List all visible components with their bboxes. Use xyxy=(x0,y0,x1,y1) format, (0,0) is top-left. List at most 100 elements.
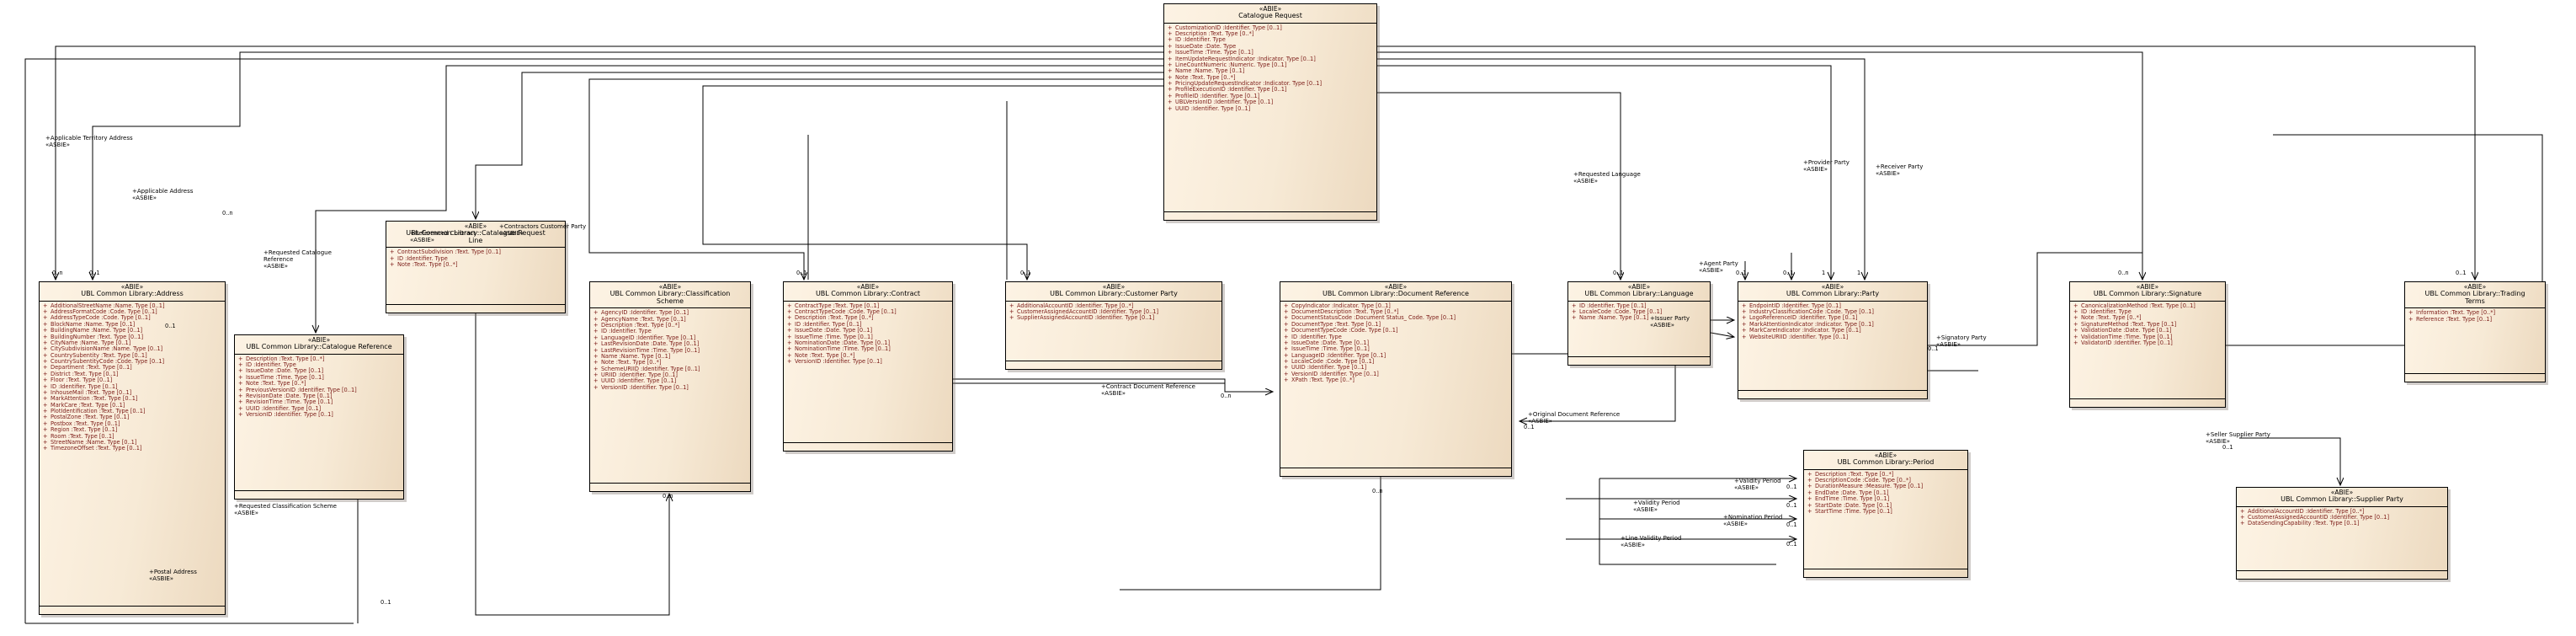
attribute-text: LocaleCode :Code. Type [0..1] xyxy=(1291,358,1375,366)
visibility-public-icon: + xyxy=(2073,320,2078,328)
association-label-seller-supplier-party: +Seller Supplier Party«ASBIE» xyxy=(2206,431,2270,446)
association-label-applicable-address: +Applicable Address«ASBIE» xyxy=(132,188,193,202)
visibility-public-icon: + xyxy=(2408,309,2414,317)
visibility-public-icon: + xyxy=(593,309,599,317)
association-stereotype: «ASBIE» xyxy=(234,509,259,516)
uml-class-signature[interactable]: «ABIE»UBL Common Library::Signature+Cano… xyxy=(2069,281,2226,408)
attribute-text: MarkCareIndicator :Indicator. Type [0..1… xyxy=(1749,327,1861,334)
attribute-row: +AddressFormatCode :Code. Type [0..1] xyxy=(43,308,223,316)
visibility-public-icon: + xyxy=(1742,333,1747,340)
visibility-public-icon: + xyxy=(238,404,243,412)
uml-class-language[interactable]: «ABIE»UBL Common Library::Language+ID :I… xyxy=(1567,281,1711,366)
class-attributes-classification-scheme: +AgencyID :Identifier. Type [0..1]+Agenc… xyxy=(590,308,750,393)
multiplicity-m-party-sig-01: 0..1 xyxy=(1928,345,1939,352)
multiplicity-m-signature-0n: 0..n xyxy=(2118,270,2129,276)
association-role: +Validity Period xyxy=(1734,478,1781,484)
attribute-text: UBLVersionID :Identifier. Type [0..1] xyxy=(1175,99,1274,106)
uml-class-period[interactable]: «ABIE»UBL Common Library::Period+Descrip… xyxy=(1803,450,1968,578)
attribute-row: +ContractSubdivision :Text. Type [0..1] xyxy=(390,249,563,255)
class-stereotype: «ABIE» xyxy=(120,283,144,291)
attribute-row: +PostalZone :Text. Type [0..1] xyxy=(43,414,223,421)
attribute-text: IssueDate :Date. Type [0..1] xyxy=(1291,339,1370,346)
attribute-text: PostalZone :Text. Type [0..1] xyxy=(51,414,130,421)
uml-class-party[interactable]: «ABIE»UBL Common Library::Party+Endpoint… xyxy=(1738,281,1928,399)
attribute-row: +ID :Identifier. Type xyxy=(2073,308,2223,315)
attribute-text: UUID :Identifier. Type [0..1] xyxy=(1291,364,1367,371)
attribute-text: IssueTime :Time. Type [0..1] xyxy=(795,333,873,340)
uml-class-address[interactable]: «ABIE»UBL Common Library::Address+Additi… xyxy=(39,281,226,615)
uml-class-catalogue-request[interactable]: «ABIE»Catalogue Request+CustomizationID … xyxy=(1163,3,1377,221)
attribute-row: +CanonicalizationMethod :Text. Type [0..… xyxy=(2073,302,2223,309)
attribute-text: NominationTime :Time. Type [0..1] xyxy=(795,345,891,353)
visibility-public-icon: + xyxy=(43,314,48,322)
association-stereotype: «ASBIE» xyxy=(1936,340,1961,348)
visibility-public-icon: + xyxy=(43,370,48,377)
association-stereotype: «ASBIE» xyxy=(1723,520,1748,527)
attribute-row: +AgencyName :Text. Type [0..1] xyxy=(593,316,748,323)
attribute-row: +LastRevisionDate :Date. Type [0..1] xyxy=(593,340,748,348)
visibility-public-icon: + xyxy=(43,395,48,403)
class-operations-compartment xyxy=(1568,356,1710,365)
attribute-text: AgencyID :Identifier. Type [0..1] xyxy=(601,309,689,317)
uml-class-catalogue-request-line[interactable]: «ABIE»UBL Common Library::Catalogue Requ… xyxy=(386,221,566,313)
visibility-public-icon: + xyxy=(238,380,243,387)
attribute-text: AddressFormatCode :Code. Type [0..1] xyxy=(51,308,157,316)
attribute-text: StreetName :Name. Type [0..1] xyxy=(51,438,137,446)
attribute-text: StartDate :Date. Type [0..1] xyxy=(1815,501,1892,509)
attribute-row: +Name :Name. Type [0..1] xyxy=(1168,67,1375,74)
attribute-row: +Reference :Text. Type [0..1] xyxy=(2408,316,2543,323)
visibility-public-icon: + xyxy=(43,364,48,371)
association-role: +Validity Period xyxy=(1633,500,1680,506)
attribute-text: MarkAttentionIndicator :Indicator. Type … xyxy=(1749,320,1874,328)
attribute-row: +ID :Identifier. Type xyxy=(238,361,402,368)
attribute-row: +IssueTime :Time. Type [0..1] xyxy=(787,334,950,340)
attribute-text: DocumentStatusCode :Document Status_ Cod… xyxy=(1291,314,1456,322)
attribute-text: StartTime :Time. Type [0..1] xyxy=(1815,507,1892,515)
uml-class-document-reference[interactable]: «ABIE»UBL Common Library::Document Refer… xyxy=(1280,281,1512,477)
visibility-public-icon: + xyxy=(1572,308,1577,316)
attribute-text: AdditionalAccountID :Identifier. Type [0… xyxy=(1017,302,1134,309)
attribute-row: +ProfileID :Identifier. Type [0..1] xyxy=(1168,93,1375,99)
class-header-language: «ABIE»UBL Common Library::Language xyxy=(1568,282,1710,302)
class-operations-compartment xyxy=(590,483,750,491)
visibility-public-icon: + xyxy=(787,351,792,359)
attribute-row: +LocaleCode :Code. Type [0..1] xyxy=(1284,358,1509,366)
visibility-public-icon: + xyxy=(43,308,48,316)
uml-class-classification-scheme[interactable]: «ABIE»UBL Common Library::Classification… xyxy=(589,281,751,492)
uml-class-customer-party[interactable]: «ABIE»UBL Common Library::Customer Party… xyxy=(1005,281,1222,370)
association-stereotype: «ASBIE» xyxy=(1101,389,1126,397)
association-label-validity-period-party: +Validity Period«ASBIE» xyxy=(1734,478,1781,492)
visibility-public-icon: + xyxy=(1284,327,1289,334)
attribute-text: XPath :Text. Type [0..*] xyxy=(1291,377,1355,384)
uml-class-contract[interactable]: «ABIE»UBL Common Library::Contract+Contr… xyxy=(783,281,953,452)
attribute-text: District :Text. Type [0..1] xyxy=(51,370,119,377)
association-label-contract-document-reference: +Contract Document Reference«ASBIE» xyxy=(1101,383,1195,398)
class-name: UBL Common Library::Supplier Party xyxy=(2281,495,2403,504)
class-attributes-contract: +ContractType :Text. Type [0..1]+Contrac… xyxy=(784,302,952,367)
class-operations-compartment xyxy=(2070,398,2225,407)
class-header-contract: «ABIE»UBL Common Library::Contract xyxy=(784,282,952,302)
uml-class-supplier-party[interactable]: «ABIE»UBL Common Library::Supplier Party… xyxy=(2236,487,2448,580)
attribute-row: +AdditionalStreetName :Name. Type [0..1] xyxy=(43,302,223,309)
attribute-row: +UUID :Identifier. Type [0..1] xyxy=(1168,105,1375,112)
class-name: Scheme xyxy=(656,297,684,305)
visibility-public-icon: + xyxy=(593,340,599,348)
visibility-public-icon: + xyxy=(593,371,599,379)
attribute-row: +UUID :Identifier. Type [0..1] xyxy=(593,378,748,385)
multiplicity-m-cat-ref-01: 0..1 xyxy=(165,323,176,329)
visibility-public-icon: + xyxy=(43,438,48,446)
attribute-row: +VersionID :Identifier. Type [0..1] xyxy=(1284,371,1509,377)
association-role: +Issuer Party xyxy=(1650,315,1690,322)
association-label-requested-classification-scheme: +Requested Classification Scheme«ASBIE» xyxy=(234,503,337,517)
visibility-public-icon: + xyxy=(43,382,48,390)
attribute-text: Note :Text. Type [0..*] xyxy=(397,261,458,269)
association-role: +Contract Document Reference xyxy=(1101,383,1195,390)
attribute-row: +DocumentTypeCode :Code. Type [0..1] xyxy=(1284,327,1509,334)
uml-class-catalogue-reference[interactable]: «ABIE»UBL Common Library::Catalogue Refe… xyxy=(234,334,404,500)
attribute-row: +Name :Name. Type [0..1] xyxy=(1572,315,1708,322)
attribute-row: +VersionID :Identifier. Type [0..1] xyxy=(593,384,748,391)
attribute-text: Description :Text. Type [0..*] xyxy=(246,355,325,362)
class-header-supplier-party: «ABIE»UBL Common Library::Supplier Party xyxy=(2237,488,2447,507)
